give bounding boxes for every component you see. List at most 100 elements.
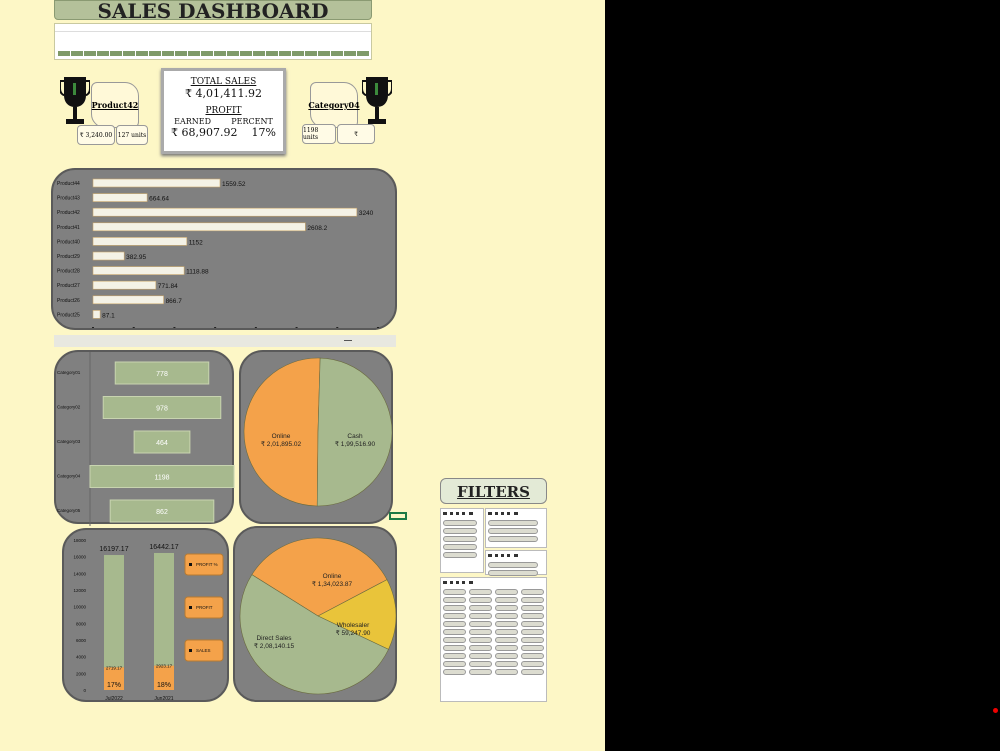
timeline-period[interactable] — [279, 51, 291, 56]
dashboard-title: SALES DASHBOARD — [54, 0, 372, 21]
timeline-period[interactable] — [71, 51, 83, 56]
slicer-item[interactable] — [443, 661, 466, 667]
selection-handle[interactable] — [389, 512, 407, 520]
slicer-item[interactable] — [521, 637, 544, 643]
timeline-period[interactable] — [58, 51, 70, 56]
slicer-item[interactable] — [495, 589, 518, 595]
slicer-1[interactable] — [440, 508, 484, 573]
slicer-item[interactable] — [469, 589, 492, 595]
x-tick — [173, 327, 176, 328]
slicer-item[interactable] — [495, 597, 518, 603]
slicer-item[interactable] — [521, 653, 544, 659]
timeline-period[interactable] — [292, 51, 304, 56]
timeline-period[interactable] — [344, 51, 356, 56]
slicer-item[interactable] — [469, 669, 492, 675]
slicer-item[interactable] — [495, 613, 518, 619]
slicer-item[interactable] — [443, 653, 466, 659]
category-bar — [89, 465, 235, 488]
slicer-item[interactable] — [469, 629, 492, 635]
timeline-period[interactable] — [240, 51, 252, 56]
category-label: Category02 — [57, 405, 81, 410]
profit-label: PROFIT — [205, 106, 242, 116]
timeline-period[interactable] — [175, 51, 187, 56]
timeline-period[interactable] — [266, 51, 278, 56]
slicer-item[interactable] — [443, 597, 466, 603]
top-category-units: 1198 units — [302, 124, 336, 144]
product-value-label: 382.95 — [126, 254, 146, 261]
sales-profit-column-chart: 0200040006000800010000120001400016000180… — [73, 538, 224, 702]
timeline-period[interactable] — [188, 51, 200, 56]
slicer-item[interactable] — [469, 597, 492, 603]
timeline-period[interactable] — [136, 51, 148, 56]
timeline-period[interactable] — [97, 51, 109, 56]
slicer-item[interactable] — [443, 589, 466, 595]
slicer-item[interactable] — [521, 589, 544, 595]
slicer-2[interactable] — [485, 508, 547, 548]
pie-slice-label: Direct Sales — [256, 635, 292, 642]
product-label: Product28 — [57, 269, 80, 275]
slicer-item[interactable] — [521, 605, 544, 611]
timeline-period[interactable] — [84, 51, 96, 56]
slicer-item[interactable] — [495, 629, 518, 635]
slicer-item[interactable] — [443, 621, 466, 627]
slicer-item[interactable] — [469, 661, 492, 667]
slicer-item[interactable] — [469, 605, 492, 611]
slicer-item[interactable] — [443, 605, 466, 611]
timeline-period[interactable] — [227, 51, 239, 56]
profit-pct-label: 18% — [157, 682, 171, 689]
slicer-item[interactable] — [469, 621, 492, 627]
slicer-item[interactable] — [469, 645, 492, 651]
product-bar — [92, 222, 306, 232]
y-tick-label: 4000 — [76, 655, 87, 660]
product-label: Product43 — [57, 196, 80, 202]
timeline-period[interactable] — [305, 51, 317, 56]
horizontal-scrollbar[interactable] — [54, 335, 396, 347]
date-timeline-slicer[interactable] — [54, 23, 372, 60]
timeline-period[interactable] — [123, 51, 135, 56]
slicer-item[interactable] — [521, 629, 544, 635]
percent-label: PERCENT — [231, 117, 273, 126]
slicer-item[interactable] — [495, 645, 518, 651]
timeline-period[interactable] — [110, 51, 122, 56]
y-tick-label: 18000 — [73, 538, 86, 543]
slicer-item[interactable] — [495, 661, 518, 667]
slicer-item[interactable] — [443, 669, 466, 675]
top-category-sales: ₹ — [337, 124, 375, 144]
timeline-period[interactable] — [214, 51, 226, 56]
category-bar — [109, 499, 215, 523]
slicer-item[interactable] — [521, 661, 544, 667]
slicer-3[interactable] — [485, 550, 547, 576]
slicer-item[interactable] — [495, 621, 518, 627]
slicer-item[interactable] — [443, 629, 466, 635]
timeline-period[interactable] — [318, 51, 330, 56]
slicer-item[interactable] — [521, 645, 544, 651]
slicer-item[interactable] — [443, 637, 466, 643]
slicer-item[interactable] — [521, 621, 544, 627]
slicer-4[interactable] — [440, 577, 547, 702]
slicer-item[interactable] — [521, 597, 544, 603]
y-tick-label: 6000 — [76, 638, 87, 643]
slicer-item[interactable] — [495, 605, 518, 611]
slicer-item[interactable] — [495, 637, 518, 643]
slicer-item[interactable] — [521, 669, 544, 675]
slicer-item[interactable] — [469, 613, 492, 619]
legend-item — [184, 596, 224, 619]
slicer-item[interactable] — [521, 613, 544, 619]
timeline-period[interactable] — [162, 51, 174, 56]
timeline-period[interactable] — [201, 51, 213, 56]
slicer-item[interactable] — [469, 653, 492, 659]
slicer-item[interactable] — [443, 645, 466, 651]
timeline-period[interactable] — [357, 51, 369, 56]
slicer-item[interactable] — [495, 669, 518, 675]
slicer-item[interactable] — [469, 637, 492, 643]
total-sales-label: TOTAL SALES — [190, 77, 257, 87]
timeline-period[interactable] — [331, 51, 343, 56]
slicer-item[interactable] — [495, 653, 518, 659]
slicer-item[interactable] — [443, 613, 466, 619]
timeline-period[interactable] — [253, 51, 265, 56]
trophy-icon — [60, 77, 90, 124]
timeline-period[interactable] — [149, 51, 161, 56]
